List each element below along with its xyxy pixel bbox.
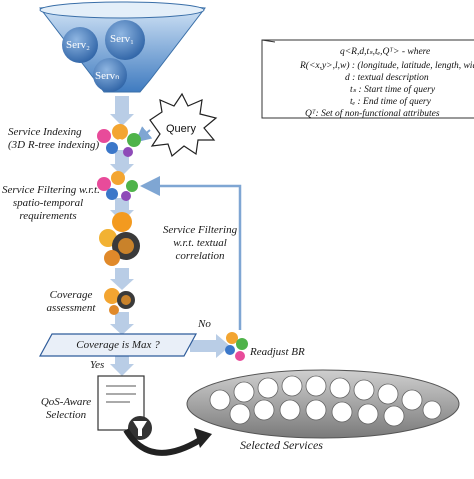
query-definition-box: q<R,d,tₛ,tₑ,Qᵀ> - where R(<x,y>,l,w) : (… (261, 39, 474, 119)
gears-spatio-temporal (97, 171, 138, 201)
feedback-loop (140, 176, 242, 330)
server-bubble (62, 27, 98, 63)
gears-textual (99, 212, 140, 266)
query-def-line: d : textual description (345, 73, 429, 83)
query-def-line: Qᵀ: Set of non-functional attributes (305, 108, 440, 119)
query-def-line: tₛ : Start time of query (350, 84, 436, 95)
service-funnel: Serv₂ Serv₁ Servₙ (39, 1, 206, 93)
query-def-line: tₑ : End time of query (350, 96, 432, 107)
spatio-temporal-label: Service Filtering w.r.t. spatio-temporal… (2, 184, 100, 222)
selection-arrow (123, 428, 212, 456)
gears-readjust (225, 332, 248, 361)
gears-coverage (104, 288, 135, 315)
query-label: Query (166, 123, 196, 135)
decision-box (38, 333, 198, 357)
selected-services-pool (186, 369, 460, 439)
readjust-label: Readjust BR (250, 346, 305, 358)
yes-label: Yes (90, 359, 105, 371)
qos-label: QoS-Aware Selection (40, 396, 92, 421)
server-label: Serv₁ (110, 33, 134, 45)
flow-arrows (110, 96, 230, 376)
coverage-label: Coverage assessment (46, 289, 96, 314)
server-label: Serv₂ (66, 39, 90, 51)
query-burst: Query (134, 92, 218, 158)
textual-label: Service Filtering w.r.t. textual correla… (162, 224, 238, 262)
server-bubble (105, 20, 145, 60)
query-def-line: R(<x,y>,l,w) : (longitude, latitude, len… (299, 60, 474, 71)
gears-indexing (97, 124, 141, 157)
query-def-line: q<R,d,tₛ,tₑ,Qᵀ> - where (340, 47, 430, 57)
qos-selector-icon (97, 375, 152, 440)
server-label: Servₙ (95, 70, 120, 82)
no-label: No (198, 318, 211, 330)
server-bubble (93, 58, 127, 92)
selected-services-label: Selected Services (240, 438, 323, 452)
indexing-label: Service Indexing (3D R-tree indexing) (8, 126, 100, 151)
decision-label: Coverage is Max ? (76, 339, 160, 351)
